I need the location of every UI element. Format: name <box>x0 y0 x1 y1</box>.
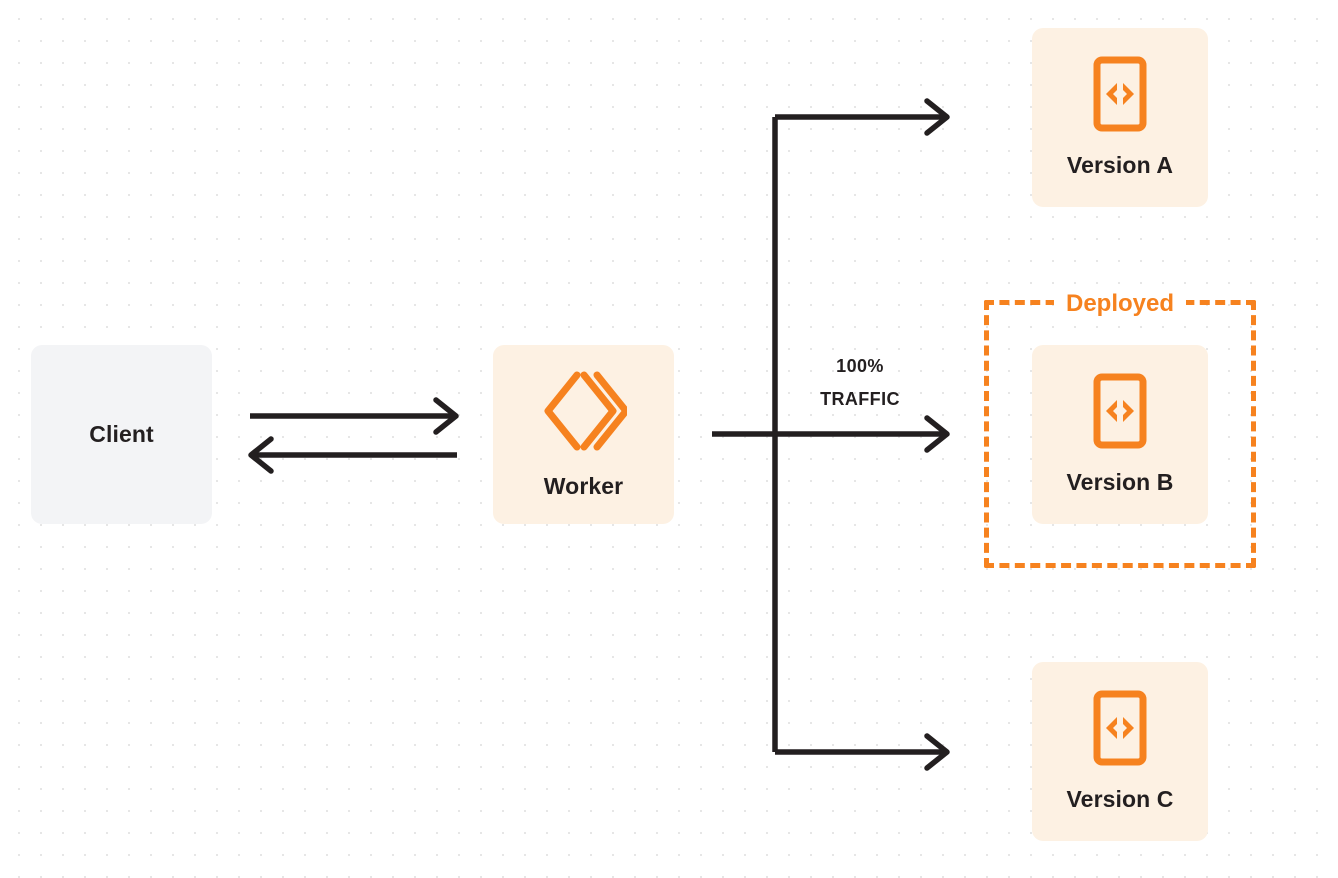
code-brackets-icon <box>1093 373 1147 449</box>
arrow-worker-to-client <box>248 436 457 474</box>
code-brackets-icon <box>1093 690 1147 766</box>
arrow-to-version-c <box>775 733 950 771</box>
cloudflare-workers-logo-icon <box>541 369 627 453</box>
node-worker[interactable]: Worker <box>493 345 674 524</box>
node-version-b[interactable]: Version B <box>1032 345 1208 524</box>
node-version-b-label: Version B <box>1066 469 1174 495</box>
node-client[interactable]: Client <box>31 345 212 524</box>
arrow-to-version-a <box>775 98 950 136</box>
deployed-group-label: Deployed <box>1053 289 1187 319</box>
traffic-percent: 100% <box>836 356 884 376</box>
node-client-label: Client <box>89 421 154 447</box>
arrow-to-version-b <box>712 415 950 453</box>
node-version-a-label: Version A <box>1066 152 1174 178</box>
arrow-client-to-worker <box>250 397 459 435</box>
code-brackets-icon <box>1093 56 1147 132</box>
node-version-c[interactable]: Version C <box>1032 662 1208 841</box>
node-version-a[interactable]: Version A <box>1032 28 1208 207</box>
deployed-group: Deployed <box>984 289 1256 568</box>
node-worker-label: Worker <box>543 473 624 499</box>
traffic-label: 100% TRAFFIC <box>790 350 930 416</box>
traffic-unit: TRAFFIC <box>820 389 900 409</box>
node-version-c-label: Version C <box>1066 786 1174 812</box>
